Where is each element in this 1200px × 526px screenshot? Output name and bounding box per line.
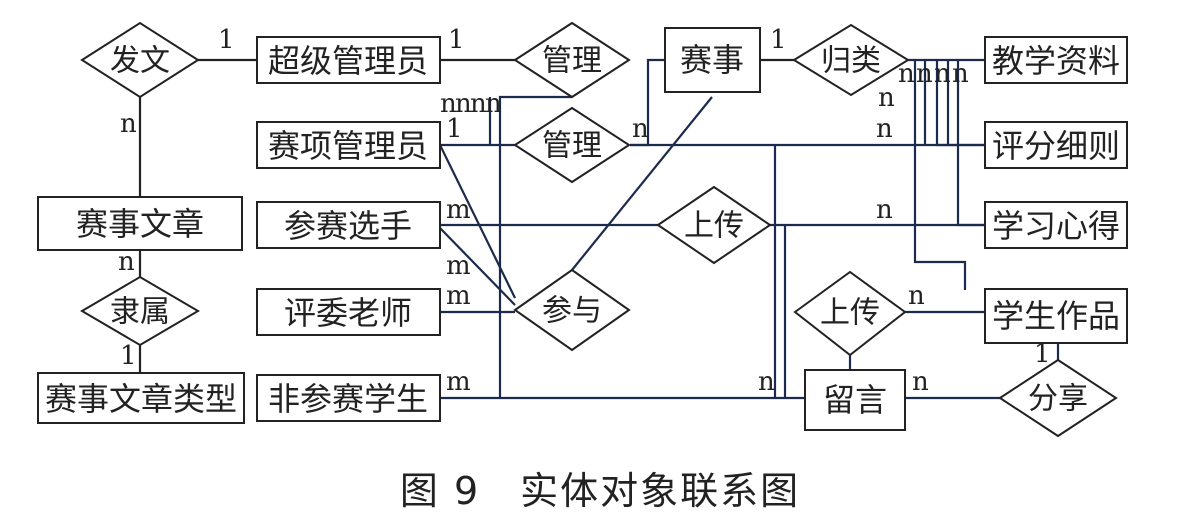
entity-judge-teacher-box (256, 288, 441, 336)
card-type-1: 1 (120, 341, 137, 371)
entity-student-work-box (984, 288, 1128, 344)
entity-teaching-material-box (984, 36, 1128, 84)
rel-belong: 隶属 (110, 295, 170, 330)
relationship-diamonds (80, 21, 1118, 438)
connection-lines (138, 58, 1060, 400)
relationship-labels: 发文 管理 归类 管理 上传 隶属 参与 上传 分享 (110, 44, 1088, 417)
rel-share: 分享 (1028, 382, 1088, 417)
rel-manage-mid-diamond (513, 106, 631, 184)
card-nnnn-2: n (455, 89, 472, 119)
cardinality-labels: 1 n 1 1 n n n n n n n n n 1 n n m n n 1 … (118, 25, 1051, 397)
card-study-n: n (876, 195, 893, 225)
card-publish-admin: 1 (218, 25, 235, 55)
card-classify-n2: n (916, 59, 933, 89)
rel-upload-mid-diamond (656, 185, 772, 265)
entity-event-article: 赛事文章 (76, 205, 204, 243)
entity-labels: 超级管理员 赛事 教学资料 赛项管理员 评分细则 赛事文章 参赛选手 学习心得 … (45, 41, 1120, 419)
card-admin-manage: 1 (448, 25, 465, 55)
card-manage-n: n (632, 114, 649, 144)
card-non-m: m (446, 367, 471, 397)
entity-event-article-box (37, 196, 243, 251)
card-event-classify: 1 (770, 25, 787, 55)
card-comment-n-right: n (912, 367, 929, 397)
entity-article-type-box (37, 372, 245, 424)
rel-publish-diamond (80, 21, 200, 99)
entity-non-contestant-box (256, 374, 441, 422)
card-m-mid: m (446, 251, 471, 281)
entity-non-contestant: 非参赛学生 (268, 380, 428, 418)
card-event-admin-1: 1 (446, 114, 463, 144)
entity-event-admin-box (256, 121, 441, 169)
entity-article-type: 赛事文章类型 (45, 380, 237, 418)
entity-teaching-material: 教学资料 (992, 42, 1120, 80)
card-judge-m: m (446, 281, 471, 311)
card-scoring-n: n (876, 114, 893, 144)
rel-publish: 发文 (110, 44, 170, 79)
entity-study-notes: 学习心得 (992, 207, 1120, 245)
rel-participate-diamond (513, 268, 631, 352)
rel-upload-low: 上传 (820, 296, 880, 331)
card-classify-n4: n (952, 59, 969, 89)
entity-event: 赛事 (680, 41, 744, 79)
rel-classify-diamond (792, 23, 910, 97)
er-diagram: 超级管理员 赛事 教学资料 赛项管理员 评分细则 赛事文章 参赛选手 学习心得 … (37, 21, 1128, 438)
entity-comment: 留言 (823, 381, 887, 419)
entity-boxes (37, 27, 1128, 431)
rel-upload-low-diamond (793, 270, 907, 357)
rel-belong-diamond (80, 275, 200, 347)
entity-contestant: 参赛选手 (284, 207, 412, 245)
entity-student-work: 学生作品 (992, 297, 1120, 335)
entity-judge-teacher: 评委老师 (284, 294, 412, 332)
card-comment-n-left: n (758, 367, 775, 397)
rel-manage-top-diamond (513, 21, 631, 99)
card-nnnn-4: n (485, 89, 502, 119)
card-work-n: n (908, 281, 925, 311)
rel-classify: 归类 (821, 44, 881, 79)
card-classify-n1: n (898, 59, 915, 89)
rel-share-diamond (998, 358, 1118, 438)
entity-super-admin-box (256, 36, 441, 84)
entity-comment-box (804, 369, 906, 431)
card-nnnn-1: n (440, 89, 457, 119)
card-publish-article: n (120, 109, 137, 139)
rel-manage-mid: 管理 (542, 129, 602, 164)
entity-scoring-rules-box (984, 121, 1128, 169)
rel-upload-mid: 上传 (684, 209, 744, 244)
card-classify-n3: n (934, 59, 951, 89)
entity-event-admin: 赛项管理员 (268, 127, 428, 165)
card-share-1: 1 (1034, 339, 1051, 369)
entity-super-admin: 超级管理员 (268, 42, 428, 80)
card-classify-n5: n (878, 83, 895, 113)
entity-contestant-box (256, 201, 441, 249)
card-nnnn-3: n (470, 89, 487, 119)
figure-caption: 图 9 实体对象联系图 (399, 469, 801, 513)
entity-event-box (664, 27, 761, 93)
entity-scoring-rules: 评分细则 (992, 127, 1120, 165)
card-article-n: n (118, 247, 135, 277)
rel-participate: 参与 (542, 294, 602, 329)
entity-study-notes-box (984, 201, 1128, 249)
card-contestant-m: m (446, 195, 471, 225)
rel-manage-top: 管理 (542, 44, 602, 79)
